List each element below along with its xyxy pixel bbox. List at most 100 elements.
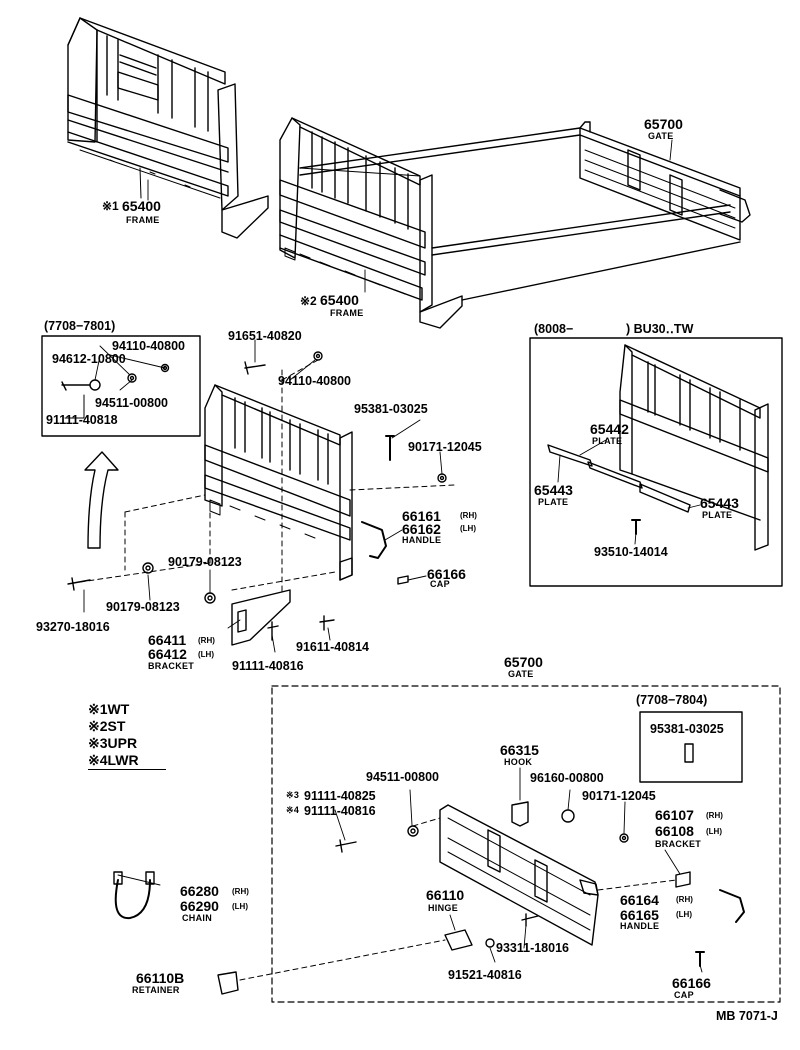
gate-handle-rh-tag: (RH) (676, 895, 693, 904)
truck-bed-drawing (280, 118, 750, 328)
gate-handle-lh-tag: (LH) (676, 910, 692, 919)
frame-wt-drawing (68, 18, 268, 238)
retainer-part[interactable]: 66110B (136, 970, 185, 986)
gate-hook-name: HOOK (504, 757, 533, 767)
legend-text-4: LWR (107, 752, 139, 768)
mid-handle-lh-tag: (LH) (460, 524, 476, 533)
legend-mark-3: ※3 (88, 735, 108, 751)
mid-bracket-lh[interactable]: 66412 (148, 646, 187, 662)
retainer-drawing (218, 972, 238, 994)
mid-nut-top[interactable]: 94110-40800 (278, 374, 351, 388)
inset-left-title: (7708−7801) (44, 319, 116, 333)
inset-right-plate-left-name: PLATE (538, 497, 569, 507)
gate-spring[interactable]: 96160-00800 (530, 771, 604, 785)
legend-row-1: ※1WT (88, 701, 166, 718)
inset-right-bolt[interactable]: 93510-14014 (594, 545, 668, 559)
legend-row-3: ※3UPR (88, 735, 166, 752)
frame-wt-name: FRAME (126, 215, 160, 225)
frame-st-mark: ※2 (300, 294, 317, 308)
mid-bracket-lh-tag: (LH) (198, 650, 214, 659)
inset-left-part-2[interactable]: 94612-10800 (52, 352, 126, 366)
chain-name: CHAIN (182, 913, 212, 923)
gate-box-drawing (240, 686, 780, 1002)
mid-bolt-left[interactable]: 93270-18016 (36, 620, 110, 634)
gate-bracket-rh[interactable]: 66107 (655, 807, 694, 823)
retainer-name: RETAINER (132, 985, 180, 995)
gate-handle-rh[interactable]: 66164 (620, 892, 659, 908)
mid-handle-name: HANDLE (402, 535, 442, 545)
inset-right-plate-right-part[interactable]: 65443 (700, 495, 739, 511)
chain-rh[interactable]: 66280 (180, 883, 219, 899)
gate-bolt-lwr-mark: ※4 (286, 805, 300, 815)
direction-arrow (85, 452, 118, 548)
gate-bracket-name: BRACKET (655, 839, 702, 849)
legend-row-4: ※4LWR (88, 752, 166, 770)
footer-code: MB 7071-J (716, 1009, 778, 1023)
mid-screw[interactable]: 95381-03025 (354, 402, 428, 416)
gate-nut[interactable]: 90171-12045 (582, 789, 656, 803)
gate-box-part[interactable]: 65700 (504, 654, 543, 670)
mid-nut-a[interactable]: 90179-08123 (168, 555, 242, 569)
inset-left-part-4[interactable]: 91111-40818 (46, 413, 118, 427)
chain-lh-tag: (LH) (232, 902, 248, 911)
legend: ※1WT ※2ST ※3UPR ※4LWR (88, 701, 166, 770)
gate-bolt[interactable]: 91521-40816 (448, 968, 522, 982)
mid-cap-part[interactable]: 66166 (427, 566, 466, 582)
mid-nut-right[interactable]: 90171-12045 (408, 440, 482, 454)
mid-bolt-top[interactable]: 91651-40820 (228, 329, 302, 343)
legend-text-1: WT (107, 701, 130, 717)
gate-hinge-name: HINGE (428, 903, 459, 913)
gate-bracket-rh-tag: (RH) (706, 811, 723, 820)
gate-bracket-lh-tag: (LH) (706, 827, 722, 836)
frame-wt-part-number[interactable]: 65400 (122, 198, 161, 214)
gate-hook-part[interactable]: 66315 (500, 742, 539, 758)
mid-bracket-rh-tag: (RH) (198, 636, 215, 645)
mid-handle-rh[interactable]: 66161 (402, 508, 441, 524)
inset-right-plate-right-name: PLATE (702, 510, 733, 520)
inset-right-plate-mid-part[interactable]: 65442 (590, 421, 629, 437)
inset-right-title-right: ) BU30‥TW (626, 322, 694, 336)
legend-mark-2: ※2 (88, 718, 108, 734)
mid-bracket-rh[interactable]: 66411 (148, 632, 187, 648)
mid-bolt-b[interactable]: 91611-40814 (296, 640, 369, 654)
mid-nut-b[interactable]: 90179-08123 (106, 600, 180, 614)
gate-inset-title: (7708−7804) (636, 693, 708, 707)
mid-bolt-c[interactable]: 91111-40816 (232, 659, 304, 673)
mid-handle-lh[interactable]: 66162 (402, 521, 441, 537)
top-gate-part-number[interactable]: 65700 (644, 116, 683, 132)
gate-box-name: GATE (508, 669, 534, 679)
gate-inset-part[interactable]: 95381-03025 (650, 722, 724, 736)
gate-washer[interactable]: 94511-00800 (366, 770, 439, 784)
inset-right-title: (8008− (534, 322, 574, 336)
inset-left-part-1[interactable]: 94110-40800 (112, 339, 185, 353)
gate-cap-part[interactable]: 66166 (672, 975, 711, 991)
frame-wt-mark: ※1 (102, 199, 119, 213)
leader-lines (84, 140, 702, 972)
mid-handle-rh-tag: (RH) (460, 511, 477, 520)
chain-lh[interactable]: 66290 (180, 898, 219, 914)
mid-bracket-name: BRACKET (148, 661, 195, 671)
legend-mark-1: ※1 (88, 701, 108, 717)
legend-row-2: ※2ST (88, 718, 166, 735)
inset-left-drawing (42, 336, 200, 436)
inset-right-drawing (530, 338, 782, 586)
legend-text-2: ST (107, 718, 126, 734)
gate-bolt-upr-mark: ※3 (286, 790, 300, 800)
gate-cap-name: CAP (674, 990, 694, 1000)
chain-rh-tag: (RH) (232, 887, 249, 896)
gate-handle-lh[interactable]: 66165 (620, 907, 659, 923)
gate-handle-name: HANDLE (620, 921, 660, 931)
mid-cap-name: CAP (430, 579, 450, 589)
legend-mark-4: ※4 (88, 752, 108, 768)
frame-st-name: FRAME (330, 308, 364, 318)
frame-st-part-number[interactable]: 65400 (320, 292, 359, 308)
gate-screw[interactable]: 93311-18016 (496, 941, 569, 955)
inset-left-part-3[interactable]: 94511-00800 (95, 396, 168, 410)
legend-text-3: UPR (107, 735, 138, 751)
gate-hinge-part[interactable]: 66110 (426, 887, 465, 903)
gate-bracket-lh[interactable]: 66108 (655, 823, 694, 839)
gate-bolt-upr-part[interactable]: 91111-40825 (304, 789, 376, 803)
gate-bolt-lwr-part[interactable]: 91111-40816 (304, 804, 376, 818)
inset-right-plate-left-part[interactable]: 65443 (534, 482, 573, 498)
